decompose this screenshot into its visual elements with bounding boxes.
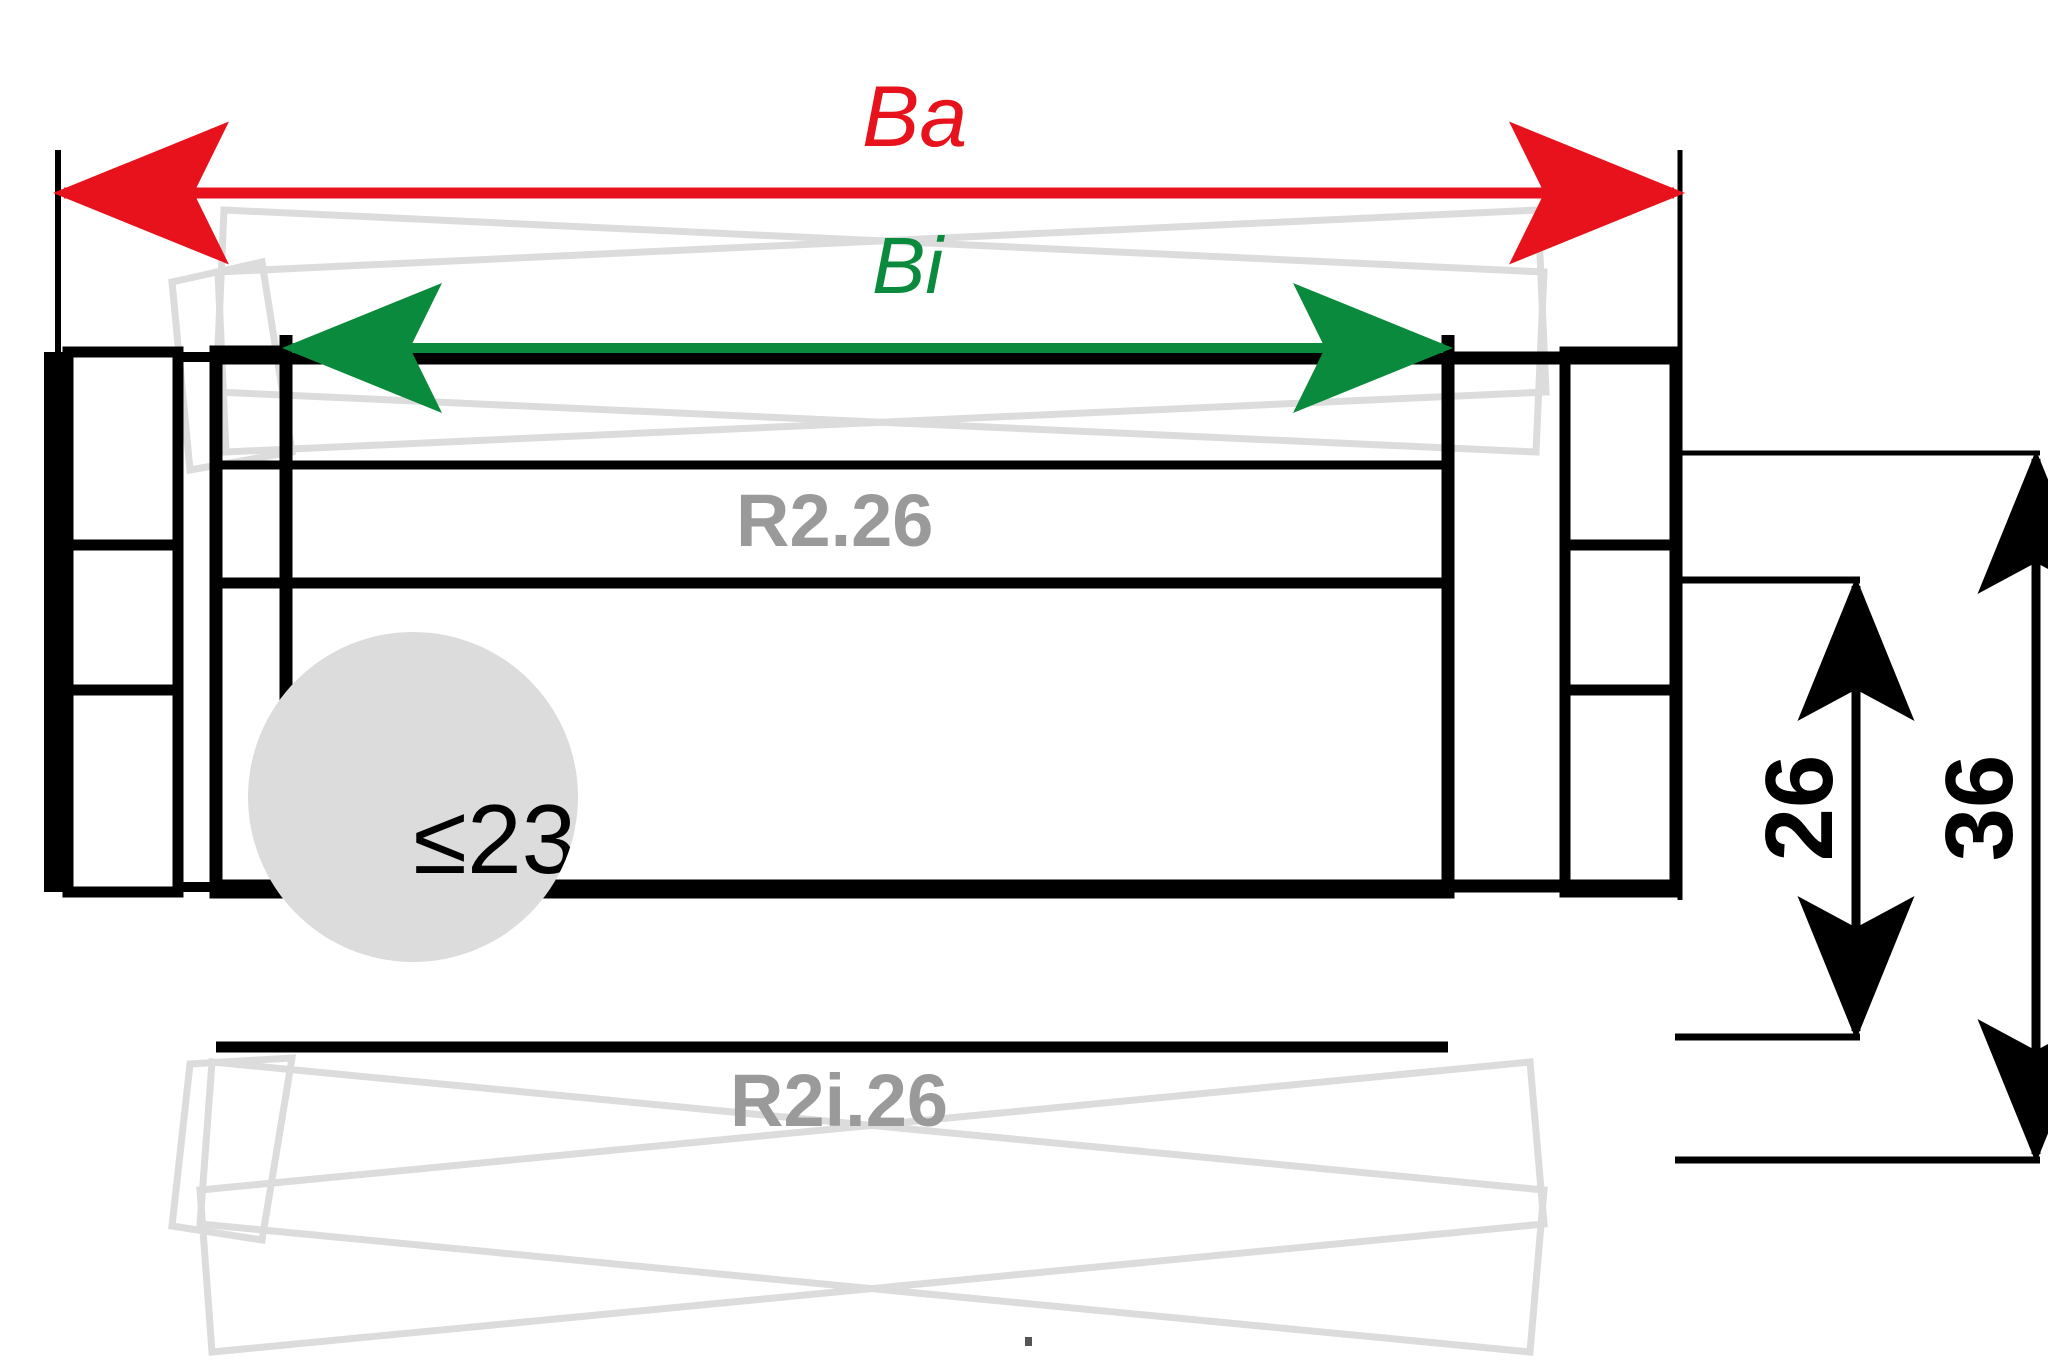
ghost-strap-lower-b: [196, 1058, 1548, 1356]
right-cell-column: [1559, 346, 1681, 898]
label-part-top: R2.26: [736, 479, 934, 562]
label-dimension-36: 36: [1926, 754, 2033, 862]
ghost-strap-left-lower: [168, 1054, 297, 1244]
ghost-strap-left-upper: [168, 257, 296, 475]
footer-mark: [1025, 1337, 1032, 1346]
label-ba: Ba: [862, 69, 968, 165]
badge-text: ≤23 mm: [248, 684, 578, 962]
left-cell-column: [62, 346, 184, 898]
label-bi: Bi: [872, 221, 944, 310]
max-width-badge: ≤23 mm: [248, 632, 578, 962]
left-arm-upper: [178, 352, 218, 362]
left-arm-lower: [178, 882, 218, 892]
ghost-strap-lower-a: [196, 1058, 1548, 1356]
label-part-bottom: R2i.26: [730, 1059, 949, 1142]
badge-line-1: ≤23: [413, 783, 577, 894]
label-dimension-26: 26: [1746, 754, 1853, 862]
